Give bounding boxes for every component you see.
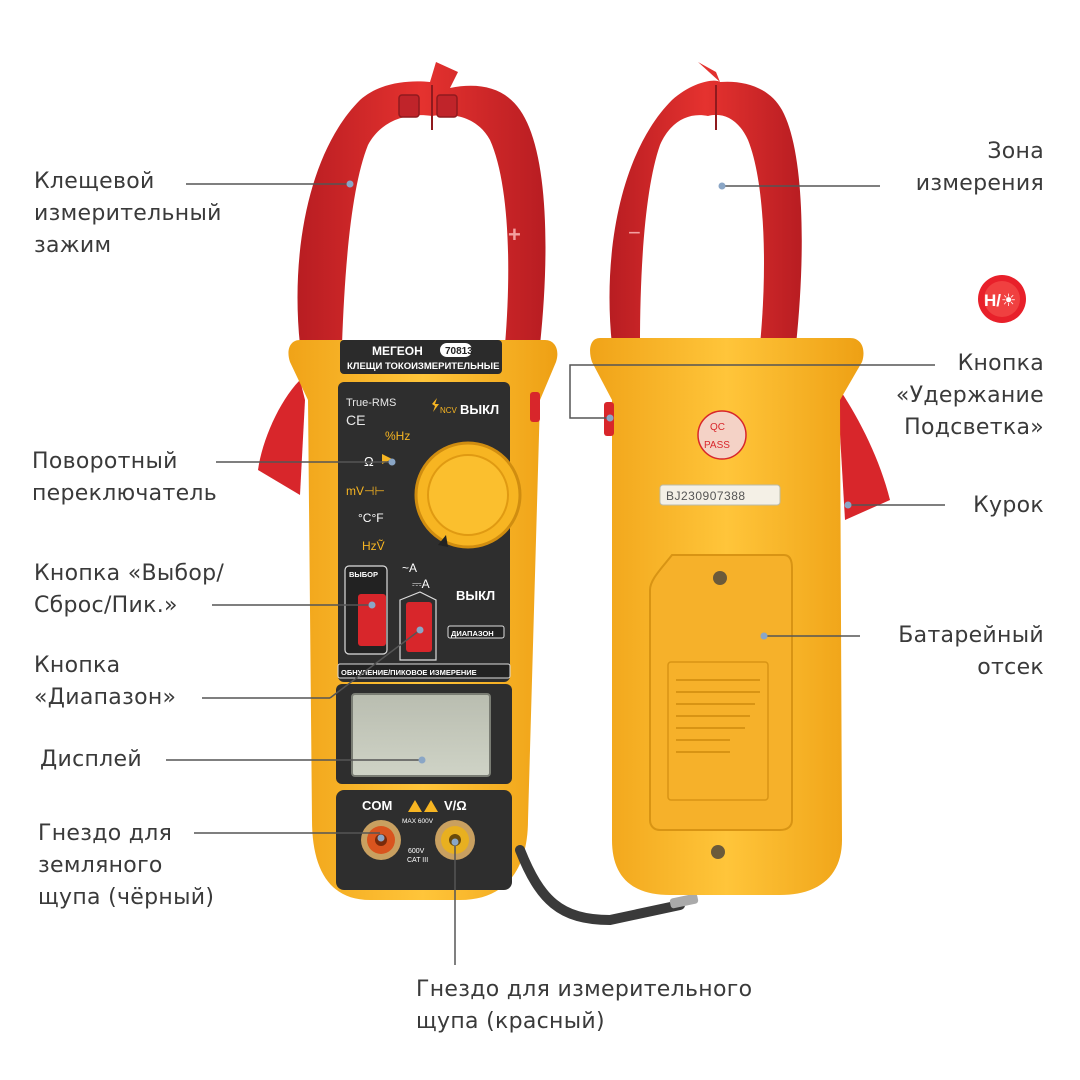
max-voltage-label: MAX 600V: [402, 818, 434, 825]
cat-level-label: CAT III: [407, 857, 428, 864]
hz-v-label: HzṼ: [362, 539, 385, 553]
callout-trigger: Курок: [973, 493, 1044, 518]
com-label: COM: [362, 798, 392, 813]
percent-hz-label: %Hz: [385, 429, 410, 443]
svg-text:−: −: [628, 220, 641, 245]
off-label-top: ВЫКЛ: [460, 402, 499, 417]
callout-lines: [166, 180, 945, 965]
pass-label: PASS: [704, 440, 730, 451]
v-ohm-label: V/Ω: [444, 798, 467, 813]
select-reset-peak-button[interactable]: [358, 594, 386, 646]
callout-ground-jack: Гнездо для земляного щупа (чёрный): [38, 821, 215, 910]
brand-model: 70813: [445, 346, 473, 357]
back-clamp-jaw: [609, 62, 802, 345]
qc-pass-sticker: [697, 410, 747, 460]
callout-battery: Батарейный отсек: [898, 623, 1044, 680]
callout-select-button: Кнопка «Выбор/ Сброс/Пик.»: [34, 561, 225, 618]
brand-subtitle: КЛЕЩИ ТОКОИЗМЕРИТЕЛЬНЫЕ: [347, 361, 499, 372]
back-device: − QC PASS BJ230907388: [590, 62, 890, 895]
dc-a-label: ⎓A: [412, 577, 430, 591]
callout-rotary-switch: Поворотный переключатель: [32, 449, 218, 506]
svg-text:+: +: [508, 222, 521, 247]
callout-range-button: Кнопка «Диапазон»: [34, 653, 177, 710]
callout-hold-button: Кнопка «Удержание Подсветка»: [895, 351, 1044, 440]
hold-backlight-icon: H/☀: [978, 275, 1026, 323]
callout-clamp: Клещевой измерительный зажим: [34, 169, 222, 258]
true-rms-label: True-RMS: [346, 397, 396, 409]
zero-peak-label: ОБНУЛЕНИЕ/ПИКОВОЕ ИЗМЕРЕНИЕ: [341, 668, 477, 677]
callout-probe-jack: Гнездо для измерительного щупа (красный): [416, 977, 753, 1034]
ce-mark: CE: [346, 412, 365, 428]
serial-number: BJ230907388: [666, 489, 746, 503]
rotary-switch[interactable]: [414, 441, 522, 549]
off-label-bottom: ВЫКЛ: [456, 588, 495, 603]
front-trigger: [258, 380, 305, 495]
callout-display: Дисплей: [40, 747, 142, 772]
ncv-label: NCV: [440, 406, 458, 415]
lcd-display: [351, 693, 491, 777]
range-label: ДИАПАЗОН: [451, 629, 494, 638]
ac-a-label: ~A: [402, 561, 417, 575]
front-clamp-jaw: [297, 62, 546, 345]
back-trigger: [838, 390, 890, 520]
callout-measure-zone: Зона измерения: [915, 139, 1044, 196]
wrist-strap: [515, 845, 685, 926]
mv-cap-label: mV⊣⊢: [346, 484, 385, 498]
select-label: ВЫБОР: [349, 570, 378, 579]
cat-voltage-label: 600V: [408, 848, 425, 855]
brand-logo: МЕГЕОН: [372, 344, 423, 358]
temp-label: °C°F: [358, 511, 384, 525]
qc-label: QC: [710, 422, 725, 433]
svg-text:H/☀: H/☀: [984, 291, 1016, 310]
